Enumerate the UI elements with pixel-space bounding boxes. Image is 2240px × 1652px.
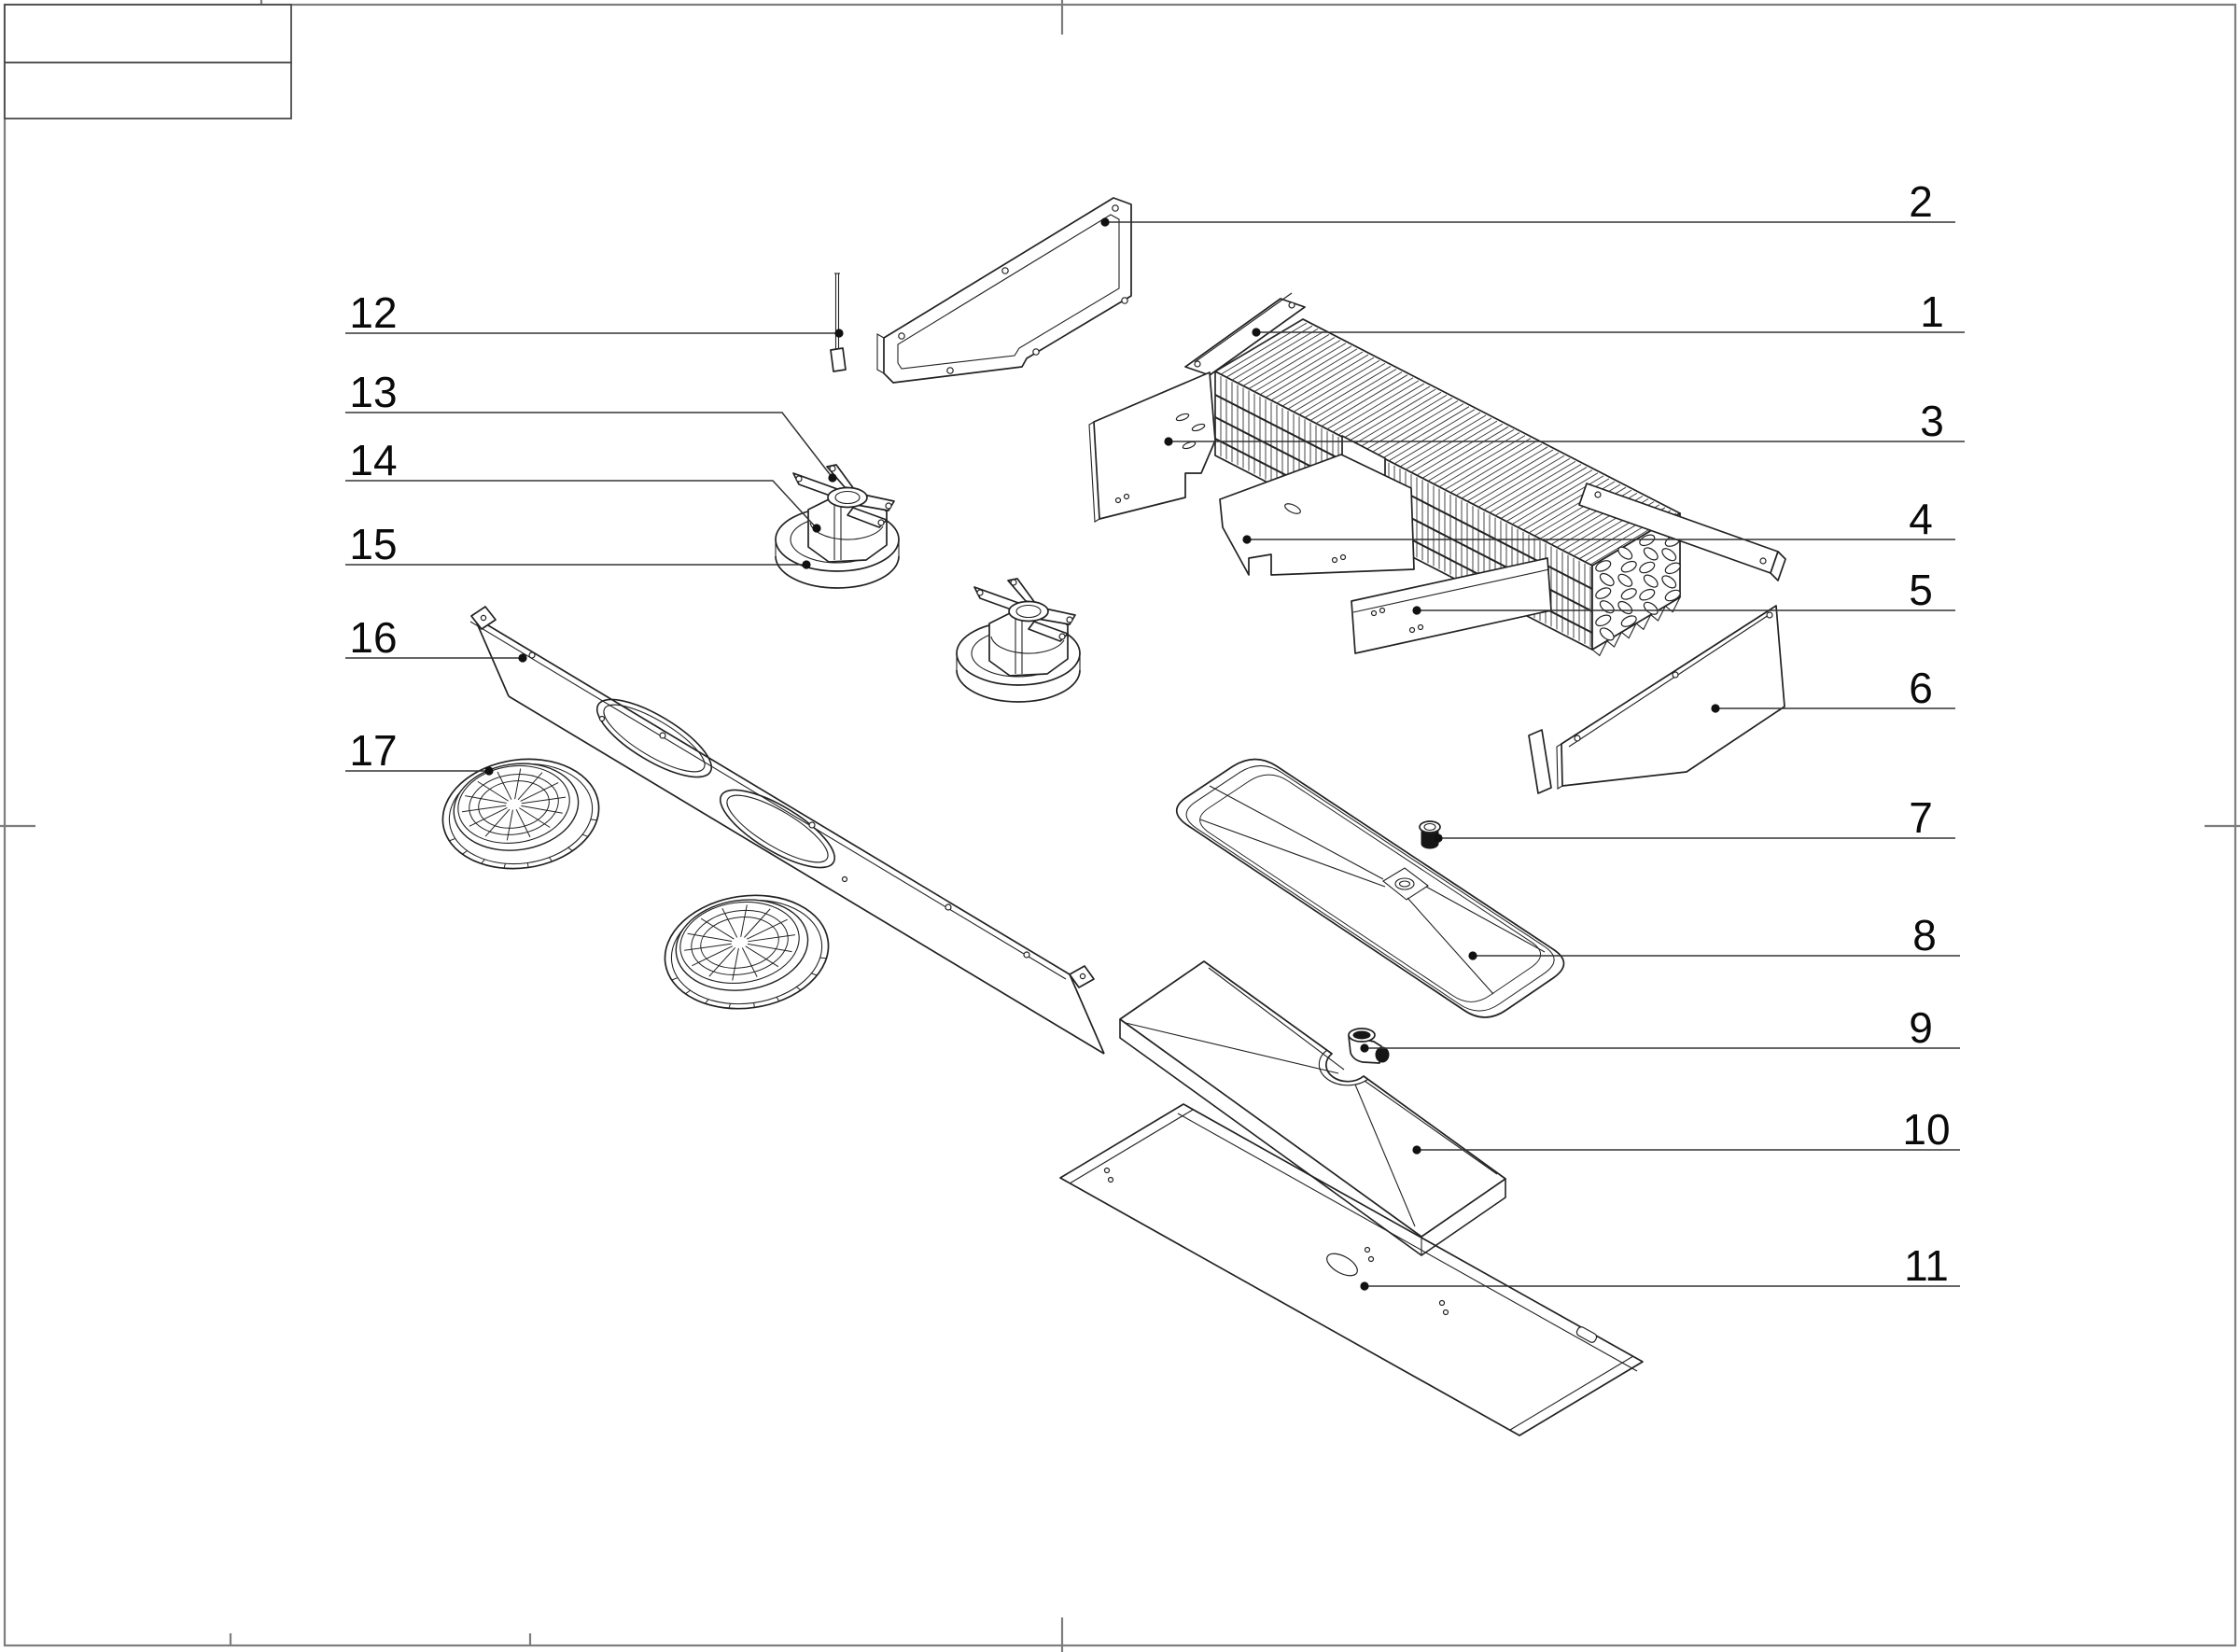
callout-dot <box>1412 1145 1421 1155</box>
callout-dot <box>1711 704 1720 713</box>
part-6-right-side-panel <box>1556 605 1785 790</box>
callout-dot <box>1164 437 1173 446</box>
callout-9: 9 <box>1360 1003 1960 1053</box>
part-17-intake-grille <box>441 758 600 870</box>
coil-bend-zigzag <box>1591 596 1681 657</box>
part-13-fan-mounting-bracket <box>973 578 1076 642</box>
part-12-sensor-probe <box>830 273 847 372</box>
callout-3: 3 <box>1164 397 1965 446</box>
callout-4: 4 <box>1242 495 1955 544</box>
callout-dot <box>802 560 811 569</box>
callout-5: 5 <box>1412 566 1955 615</box>
callout-15: 15 <box>345 520 811 569</box>
callout-number: 15 <box>349 520 397 568</box>
callout-number: 3 <box>1920 397 1944 445</box>
callout-dot <box>1360 1043 1369 1053</box>
callout-number: 2 <box>1909 177 1933 226</box>
callout-10: 10 <box>1412 1105 1960 1155</box>
coil-top-bracket <box>1184 298 1306 376</box>
callout-number: 6 <box>1909 664 1933 712</box>
title-block <box>4 4 292 119</box>
callout-number: 9 <box>1909 1003 1933 1052</box>
part-16-fan-deck-panel <box>469 606 1105 1055</box>
callout-2: 2 <box>1100 177 1955 227</box>
fan-openings <box>595 698 836 869</box>
callout-dot <box>812 524 821 533</box>
callout-number: 14 <box>349 436 397 484</box>
callout-dot <box>1100 217 1110 227</box>
coil-return-bends <box>1595 520 1681 641</box>
callout-dot <box>828 473 837 483</box>
part-4-center-baffle <box>1219 454 1415 576</box>
callout-number: 5 <box>1909 566 1933 614</box>
callout-1: 1 <box>1252 287 1965 337</box>
callout-dot <box>484 766 494 776</box>
coil-fins-top <box>1214 319 1677 566</box>
callout-dot <box>1360 1281 1369 1291</box>
callout-dot <box>834 329 844 338</box>
callout-14: 14 <box>345 436 821 533</box>
part-13-fan-mounting-bracket <box>792 464 895 528</box>
callout-6: 6 <box>1711 664 1955 713</box>
callout-number: 10 <box>1902 1105 1950 1154</box>
part-11-bottom-panel <box>1059 1103 1644 1436</box>
callout-16: 16 <box>345 613 527 663</box>
part-17-intake-grille <box>664 894 830 1010</box>
callout-dot <box>1434 833 1443 843</box>
callout-number: 7 <box>1909 793 1933 842</box>
fan-unit <box>775 464 900 589</box>
callout-dot <box>518 653 527 663</box>
callout-number: 11 <box>1904 1241 1949 1290</box>
callout-12: 12 <box>345 288 844 338</box>
callout-dot <box>1242 535 1252 544</box>
part-7-drain-grommet <box>1419 820 1441 849</box>
callout-8: 8 <box>1468 911 1960 960</box>
callout-13: 13 <box>345 368 837 483</box>
callout-number: 13 <box>349 368 397 416</box>
part-3-left-baffle <box>1088 371 1216 523</box>
callout-number: 8 <box>1912 911 1937 959</box>
callout-number: 16 <box>349 613 397 662</box>
part-10-lower-drain-pan <box>1119 960 1506 1256</box>
part-2-side-frame-panel <box>876 197 1132 384</box>
callout-dot <box>1252 328 1261 337</box>
callout-number: 12 <box>349 288 397 337</box>
callout-number: 17 <box>349 726 397 775</box>
callout-number: 4 <box>1909 495 1933 543</box>
part-8-upper-drain-pan <box>1175 758 1565 1018</box>
callout-dot <box>1468 951 1477 960</box>
part-5-support-rail <box>1351 557 1552 654</box>
callout-number: 1 <box>1920 287 1944 336</box>
callout-dot <box>1412 606 1421 615</box>
part-9-drain-elbow <box>1348 1028 1390 1064</box>
callout-17: 17 <box>345 726 494 776</box>
coil-end-plate <box>1528 729 1552 794</box>
fan-unit <box>956 578 1081 703</box>
title-block-cell <box>4 62 292 119</box>
callout-11: 11 <box>1360 1241 1960 1291</box>
title-block-cell <box>4 4 292 63</box>
callout-7: 7 <box>1434 793 1955 843</box>
